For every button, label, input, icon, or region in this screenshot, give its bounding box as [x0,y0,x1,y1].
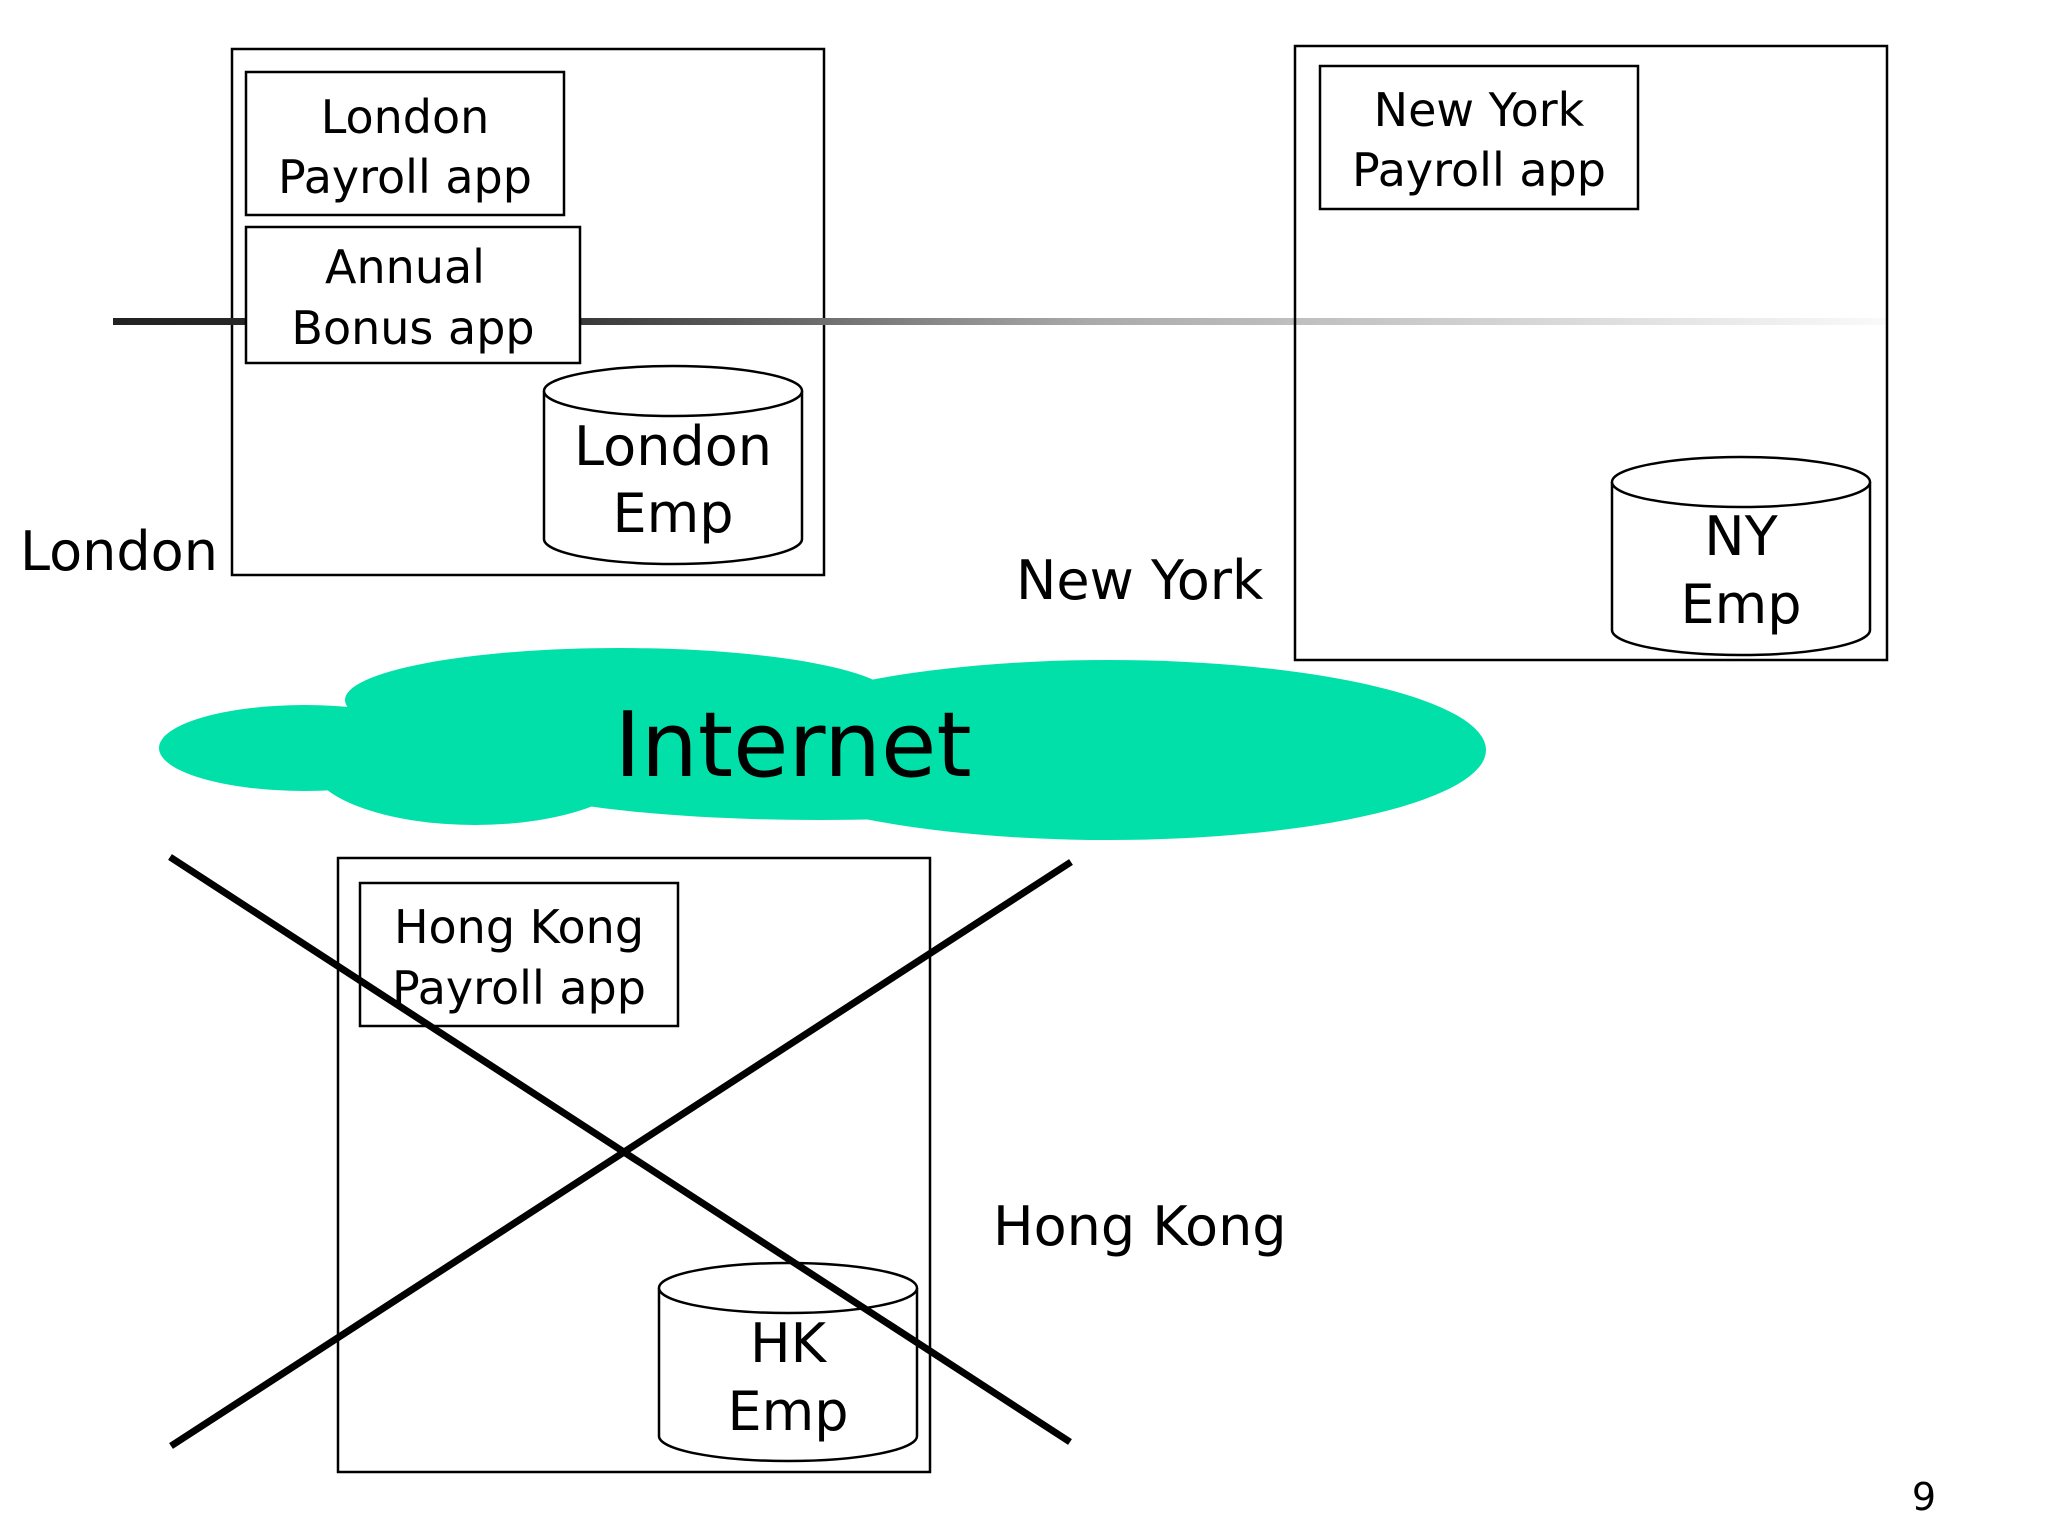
internet-cloud: Internet [159,648,1486,840]
connection-line [113,318,1888,325]
ny-emp-label-line2: Emp [1681,573,1802,636]
hk-emp-database: HK Emp [657,1261,919,1463]
hk-emp-label-line1: HK [750,1312,828,1375]
hong-kong-payroll-app: Hong Kong Payroll app [358,881,680,1028]
new-york-site-label: New York [1016,549,1264,612]
new-york-site: New York Payroll app NY Emp New York [1016,44,1889,662]
new-york-payroll-app-label-line1: New York [1374,83,1585,137]
page-number: 9 [1912,1475,1936,1519]
london-emp-label-line2: Emp [613,482,734,545]
ny-emp-label-line1: NY [1704,505,1778,568]
hong-kong-payroll-app-label-line1: Hong Kong [394,900,644,954]
failure-cross-icon [168,854,1073,1449]
london-payroll-app: London Payroll app [244,70,566,217]
london-site-label: London [20,520,218,583]
cloud-shape [159,648,1486,840]
hong-kong-site-label: Hong Kong [993,1195,1287,1258]
london-site-overlay: Annual Bonus app London Emp London [20,225,804,583]
new-york-payroll-app-label-line2: Payroll app [1352,143,1606,197]
new-york-payroll-app: New York Payroll app [1318,64,1640,211]
london-payroll-app-label-line1: London [321,90,490,144]
hong-kong-payroll-app-label-line2: Payroll app [392,961,646,1015]
internet-label: Internet [614,693,971,798]
annual-bonus-app: Annual Bonus app [244,225,582,365]
new-york-site-box [1293,44,1889,662]
hk-emp-label-line2: Emp [728,1380,849,1443]
hong-kong-site: Hong Kong Payroll app HK Emp Hong Kong [168,854,1287,1474]
london-site: London Payroll app [230,47,826,577]
annual-bonus-app-label-line2: Bonus app [291,301,534,355]
annual-bonus-app-label-line1: Annual [325,240,485,294]
ny-emp-database: NY Emp [1610,455,1872,657]
london-emp-database: London Emp [542,364,804,566]
london-emp-label-line1: London [574,415,772,478]
london-payroll-app-label-line2: Payroll app [278,150,532,204]
